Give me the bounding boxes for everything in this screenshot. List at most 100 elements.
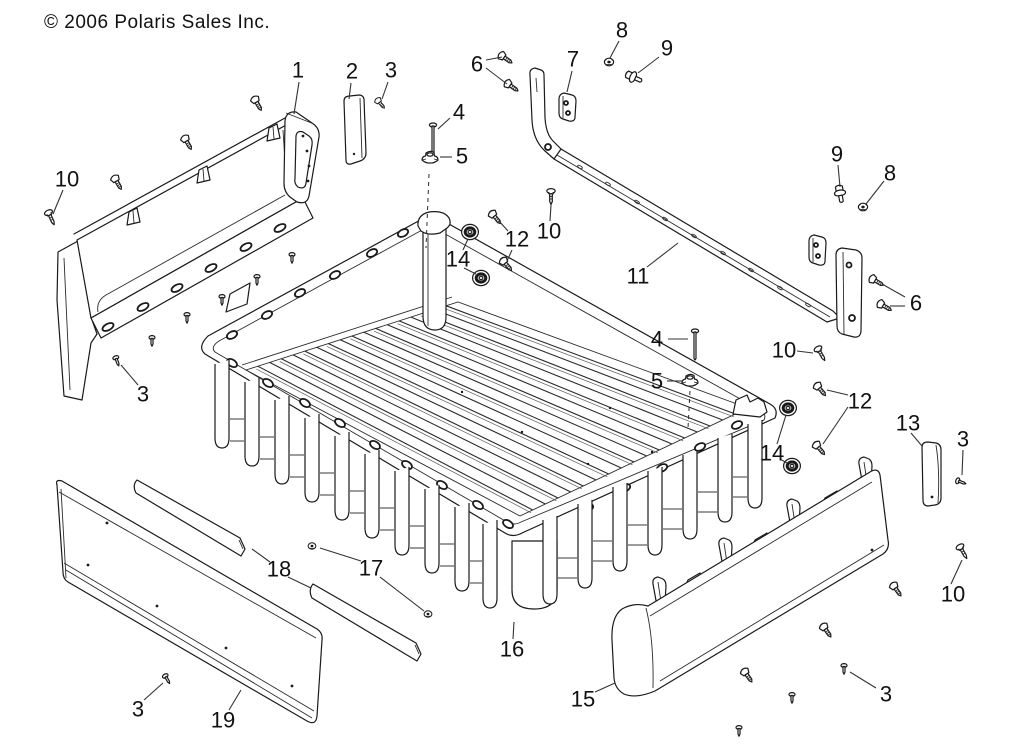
callout-label-12: 12 xyxy=(848,389,872,414)
nut-flange-icon xyxy=(421,150,439,164)
leader-line xyxy=(120,364,139,386)
rail-slots xyxy=(577,164,811,308)
leader-line xyxy=(463,267,477,275)
callout-label-3: 3 xyxy=(137,382,149,407)
leader-line xyxy=(822,406,849,445)
callout-label-4: 4 xyxy=(453,100,465,125)
cargo-box-part-16 xyxy=(201,211,777,610)
callout-label-4: 4 xyxy=(651,327,663,352)
screw-a-icon xyxy=(108,172,126,193)
leader-line xyxy=(485,67,508,85)
callout-label-8: 8 xyxy=(616,18,628,43)
panel-top-tabs xyxy=(126,123,281,226)
leader-line xyxy=(837,164,841,188)
callout-label-12: 12 xyxy=(505,227,529,252)
leader-line xyxy=(143,682,164,701)
screw-c-icon xyxy=(954,476,968,488)
screw-a-icon xyxy=(887,579,906,600)
leader-line xyxy=(381,81,389,100)
nut-hex-icon xyxy=(307,542,317,550)
leader-line xyxy=(437,117,451,130)
nut-hex-icon xyxy=(603,57,615,67)
leader-line xyxy=(865,180,885,205)
nut-hex-icon xyxy=(423,610,433,618)
side-panel-part-15 xyxy=(611,456,890,697)
leader-line xyxy=(637,56,660,74)
leader-line xyxy=(779,458,788,464)
leader-line xyxy=(379,576,425,612)
screw-a-icon xyxy=(738,665,757,686)
callout-label-11: 11 xyxy=(627,264,650,289)
callout-label-17: 17 xyxy=(359,556,383,581)
leader-line xyxy=(549,204,552,222)
callout-label-10: 10 xyxy=(941,582,965,607)
screw-c-icon xyxy=(218,294,226,306)
leader-line xyxy=(776,414,787,445)
callout-label-10: 10 xyxy=(537,219,561,244)
callout-label-6: 6 xyxy=(910,291,922,316)
corner-post xyxy=(417,211,451,331)
callout-label-14: 14 xyxy=(760,441,784,466)
box-legs-right xyxy=(542,420,763,605)
leader-line xyxy=(348,82,352,100)
screw-a-icon xyxy=(811,379,830,400)
leader-line xyxy=(293,81,300,115)
screw-a-icon xyxy=(501,77,522,96)
front-panel-part-1 xyxy=(56,111,320,401)
screw-a-icon xyxy=(178,132,196,153)
leader-line xyxy=(506,249,513,262)
leader-line xyxy=(485,56,503,61)
side-panel-part-19 xyxy=(55,479,323,724)
bolt-long-icon xyxy=(428,122,438,155)
screw-c-icon xyxy=(788,691,796,704)
leader-line xyxy=(594,682,616,693)
screw-a-icon xyxy=(817,620,836,641)
screw-b-icon xyxy=(954,542,971,562)
screw-b-icon xyxy=(546,188,556,206)
leader-line xyxy=(961,449,964,476)
leader-line xyxy=(609,40,620,59)
callout-label-7: 7 xyxy=(567,47,579,72)
rub-strip-part-18-b xyxy=(309,583,422,662)
assembly-axis-dashed-line xyxy=(687,390,691,429)
screw-b-icon xyxy=(43,208,59,228)
rim-corner-tab xyxy=(732,394,768,418)
leader-line xyxy=(251,548,271,563)
screw-a-icon xyxy=(810,438,829,459)
screw-c-icon xyxy=(735,724,743,737)
grommet-icon xyxy=(782,456,802,476)
screw-c-icon xyxy=(148,335,156,347)
screw-c-icon xyxy=(253,274,261,286)
screw-b-icon xyxy=(812,344,829,364)
callout-label-3: 3 xyxy=(132,697,144,722)
bolt-long-icon xyxy=(690,328,700,361)
screw-c-icon xyxy=(288,252,296,264)
callout-label-15: 15 xyxy=(571,687,595,712)
latch-bracket-part-7 xyxy=(558,92,577,122)
bolt-9-icon xyxy=(832,183,848,204)
screw-a-icon xyxy=(866,272,887,290)
support-rail-part-11 xyxy=(529,67,863,338)
callout-label-14: 14 xyxy=(446,247,470,272)
callout-label-16: 16 xyxy=(500,637,524,662)
callout-label-10: 10 xyxy=(55,167,79,192)
screw-a-icon xyxy=(373,95,388,112)
leader-line xyxy=(462,238,469,251)
pad-part-13 xyxy=(921,441,942,507)
leader-line xyxy=(498,220,509,232)
leader-line xyxy=(287,576,312,589)
leader-line xyxy=(826,389,849,396)
leader-line xyxy=(512,621,515,640)
screw-c-icon xyxy=(840,662,848,675)
callout-label-10: 10 xyxy=(772,338,796,363)
callout-label-19: 19 xyxy=(211,708,235,733)
box-cross-bars xyxy=(230,418,747,584)
callout-label-2: 2 xyxy=(346,59,358,84)
panel-handle xyxy=(283,111,320,204)
callout-label-8: 8 xyxy=(884,161,896,186)
callout-label-13: 13 xyxy=(896,411,920,436)
rub-strip-part-18-a xyxy=(133,479,246,557)
